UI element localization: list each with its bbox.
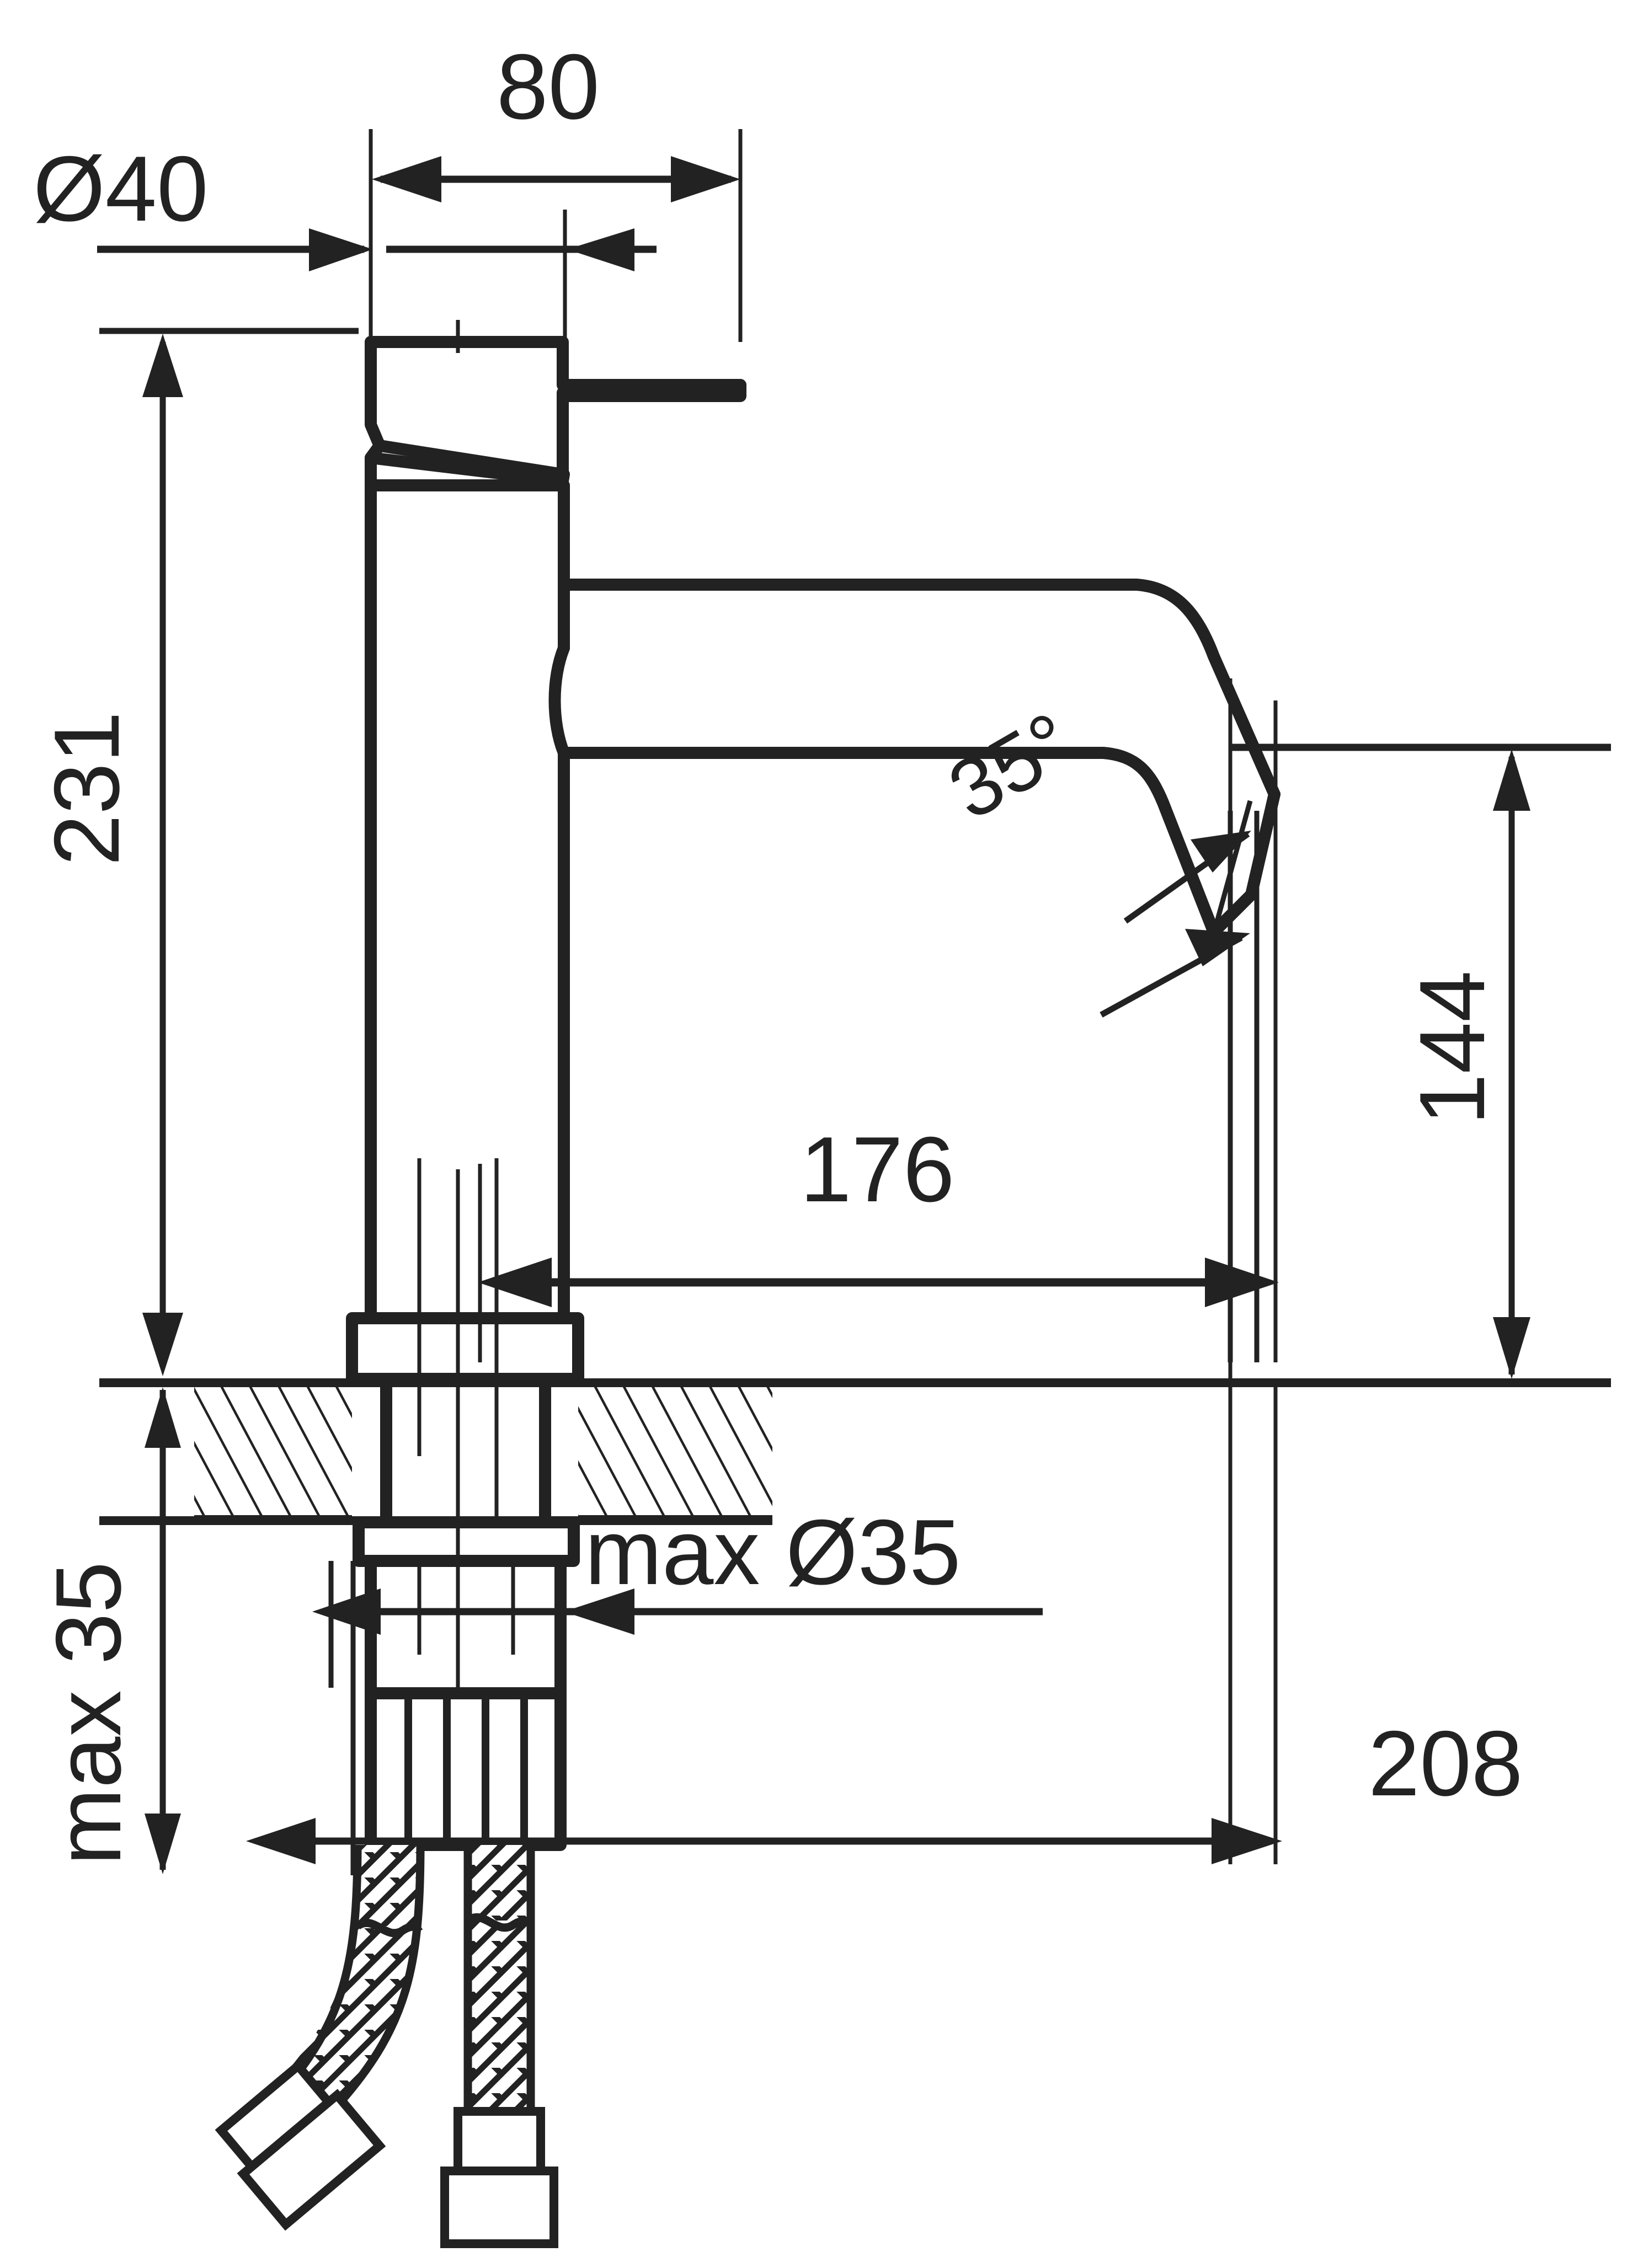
arrowhead-right <box>671 156 740 202</box>
dimension-label-144: 144 <box>1400 971 1504 1125</box>
dimension-144: 144 <box>1230 743 1611 1379</box>
arrowhead-left <box>312 1588 381 1635</box>
arrowhead-right <box>309 228 373 271</box>
dimension-maxd35: max Ø35 <box>312 1500 1043 1635</box>
arrowhead-left <box>372 156 441 202</box>
arrowhead-right <box>564 1588 634 1635</box>
dimension-label-231: 231 <box>35 712 138 866</box>
dimension-label-80: 80 <box>497 35 600 138</box>
lower-extension-ticks <box>328 1561 356 1875</box>
dimension-label-max35: max 35 <box>36 1561 140 1865</box>
dimension-80: 80 <box>372 35 740 202</box>
dimension-208: 208 <box>246 1711 1523 1864</box>
arrowhead-up <box>142 334 183 397</box>
arrowhead-left <box>246 1818 316 1864</box>
hose-break-marks <box>355 1913 533 1938</box>
arrowhead-down <box>142 1313 183 1376</box>
internal-detail-lines <box>417 320 515 1655</box>
worktop-section <box>194 1384 772 1524</box>
arrowhead-angle-lower <box>1185 929 1250 966</box>
dimension-176: 176 <box>478 1117 1279 1307</box>
arrowhead-down <box>145 1814 181 1874</box>
faucet-outline <box>346 336 1280 1851</box>
dimension-label-208: 208 <box>1368 1711 1523 1815</box>
arrowhead-up <box>1493 749 1530 811</box>
arrowhead-left <box>478 1258 552 1307</box>
arrowhead-right <box>1212 1818 1282 1864</box>
arrowhead-right <box>1205 1258 1279 1307</box>
arrowhead-left <box>567 228 634 271</box>
arrowhead-down <box>1493 1317 1530 1379</box>
knurl-detail <box>404 1696 528 1845</box>
dimension-label-176: 176 <box>800 1117 954 1221</box>
arrowhead-angle-upper <box>1191 831 1251 873</box>
arrowhead-up <box>145 1387 181 1448</box>
hose-connector-right <box>440 2107 558 2248</box>
hose-connector-left <box>215 2060 386 2231</box>
dimension-label-d40: Ø40 <box>33 137 209 240</box>
dimension-d40: Ø40 <box>33 137 657 271</box>
dimension-max35: max 35 <box>36 1387 181 1874</box>
flexible-hoses <box>262 1844 532 2143</box>
dimension-label-maxd35: max Ø35 <box>585 1500 961 1604</box>
reference-lines <box>99 1378 1611 1525</box>
